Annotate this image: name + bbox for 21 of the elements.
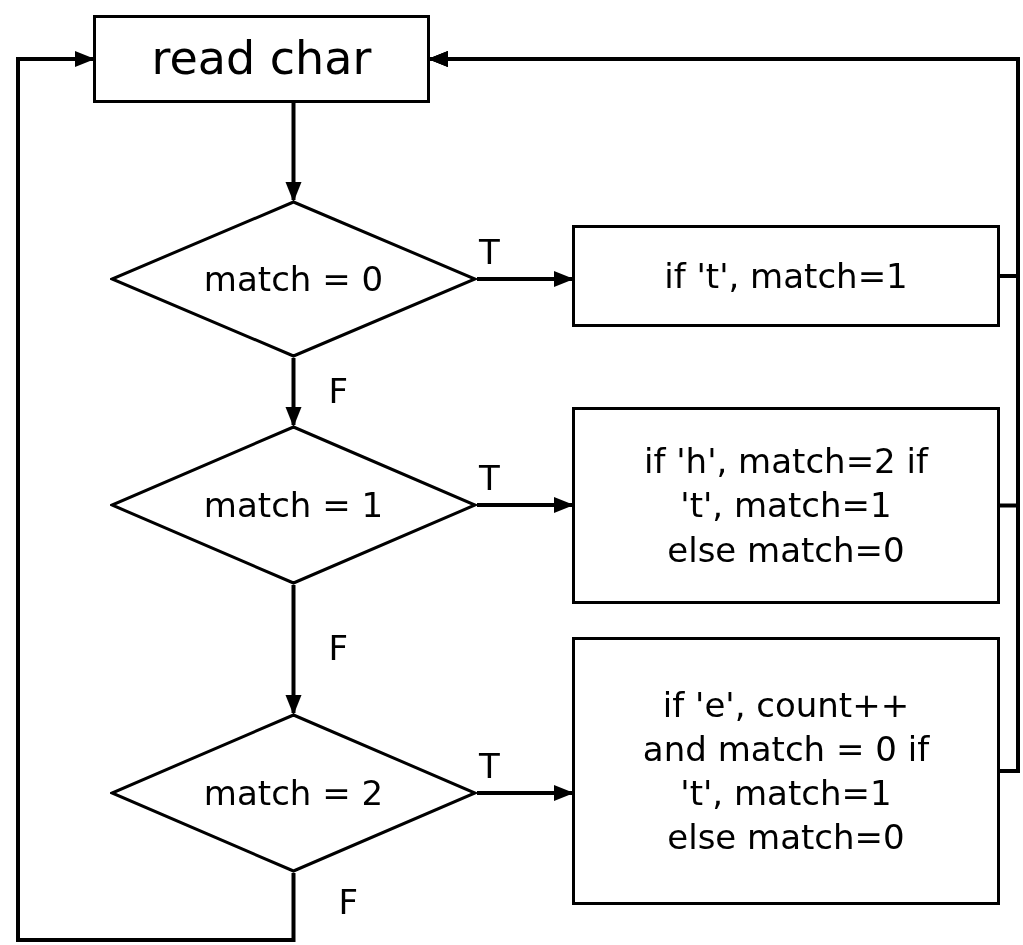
arrow [285,358,302,427]
arrow [16,51,296,942]
node-label: if 'h', match=2 if 't', match=1 else match=0 [643,440,930,572]
node-label: match = 0 [203,257,384,301]
node-label: if 'e', count++ and match = 0 if 't', match=1 else match=0 [641,683,931,860]
process-box [572,637,1000,905]
arrow [285,585,302,715]
decision-diamond [110,425,477,585]
node-label: match = 1 [203,483,384,527]
arrow [477,497,574,513]
node-label: if 't', match=1 [664,254,908,298]
decision-diamond [110,200,477,358]
decision-diamond [110,713,477,873]
arrow [477,785,574,801]
node-label: match = 2 [203,771,384,815]
arrow [477,271,574,287]
arrow [285,103,302,202]
process-box [93,15,430,103]
node-label: read char [151,30,372,88]
process-box [572,407,1000,604]
process-box [572,225,1000,327]
